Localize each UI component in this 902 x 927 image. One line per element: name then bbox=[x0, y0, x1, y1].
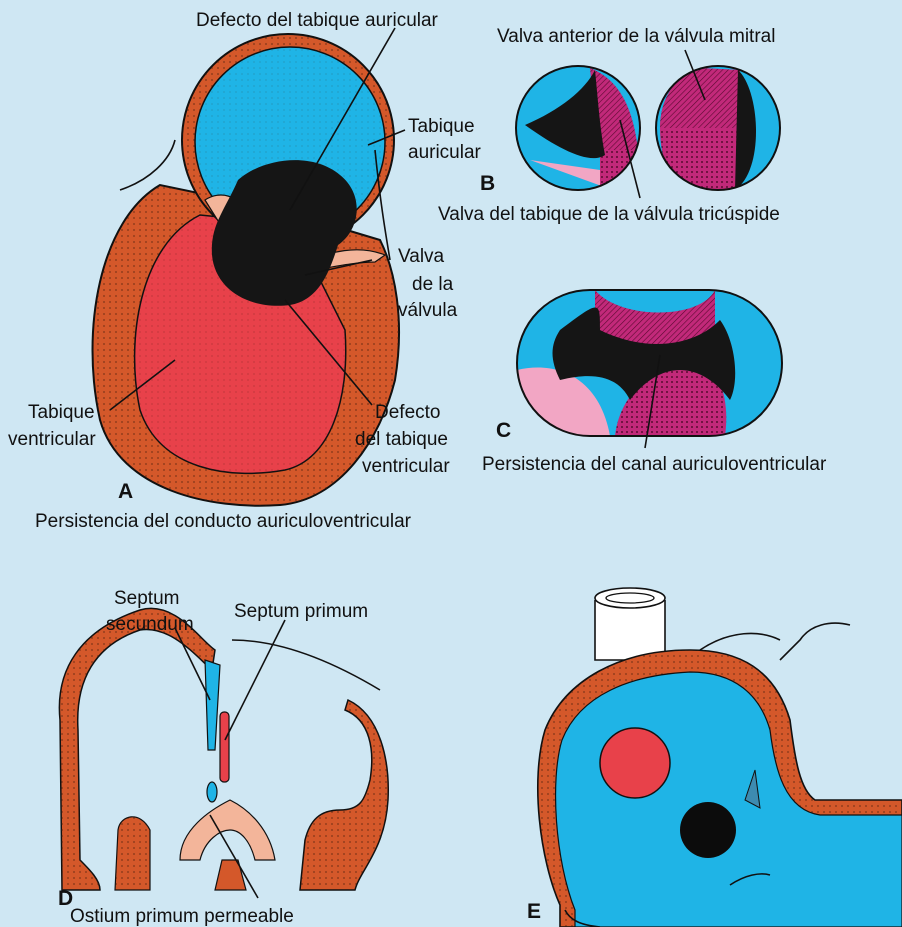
valve-ring-left bbox=[510, 60, 650, 200]
panel-c bbox=[517, 290, 782, 436]
panel-b bbox=[510, 60, 790, 200]
outline-stroke bbox=[120, 140, 175, 190]
label-vsd-2: del tabique bbox=[355, 429, 448, 450]
label-valve-2: de la bbox=[412, 274, 454, 295]
cushion-center bbox=[180, 800, 275, 860]
label-valve-1: Valva bbox=[398, 246, 445, 267]
outline-stroke bbox=[780, 623, 850, 660]
label-vsd-1: Defecto bbox=[375, 402, 440, 423]
label-tricuspid-valve: Valva del tabique de la válvula tricúspi… bbox=[438, 204, 780, 225]
septum-secundum bbox=[205, 660, 220, 750]
cushion-center-stem bbox=[215, 860, 246, 890]
coronary-sinus-opening bbox=[680, 802, 736, 858]
label-atrial-septal-defect: Defecto del tabique auricular bbox=[196, 10, 439, 31]
label-septum-primum: Septum primum bbox=[234, 601, 368, 622]
caption-panel-a: Persistencia del conducto auriculoventri… bbox=[35, 511, 412, 532]
panel-e bbox=[538, 588, 902, 927]
label-septum-secundum-2: secundum bbox=[106, 614, 194, 635]
label-septum-secundum-1: Septum bbox=[114, 588, 179, 609]
label-vsd-3: ventricular bbox=[362, 456, 450, 477]
foramen-ovale bbox=[600, 728, 670, 798]
label-atrial-septum-1: Tabique bbox=[408, 116, 475, 137]
septum-fragment bbox=[207, 782, 217, 802]
outline-stroke bbox=[700, 633, 780, 650]
label-mitral-valve: Valva anterior de la válvula mitral bbox=[497, 26, 775, 47]
label-ventricular-septum-1: Tabique bbox=[28, 402, 95, 423]
valve-ring-right bbox=[650, 60, 790, 200]
panel-a bbox=[93, 34, 400, 506]
panel-letter-c: C bbox=[496, 419, 511, 442]
panel-letter-a: A bbox=[118, 480, 133, 503]
label-atrial-septum-2: auricular bbox=[408, 142, 482, 163]
panel-letter-b: B bbox=[480, 172, 495, 195]
panel-d bbox=[59, 608, 388, 890]
panel-letter-e: E bbox=[527, 900, 541, 923]
septum-primum bbox=[220, 712, 229, 782]
svc-tube bbox=[595, 600, 665, 660]
label-valve-3: válvula bbox=[398, 300, 458, 321]
label-ventricular-septum-2: ventricular bbox=[8, 429, 96, 450]
label-ostium-primum: Ostium primum permeable bbox=[70, 906, 294, 927]
caption-panel-c: Persistencia del canal auriculoventricul… bbox=[482, 454, 827, 475]
